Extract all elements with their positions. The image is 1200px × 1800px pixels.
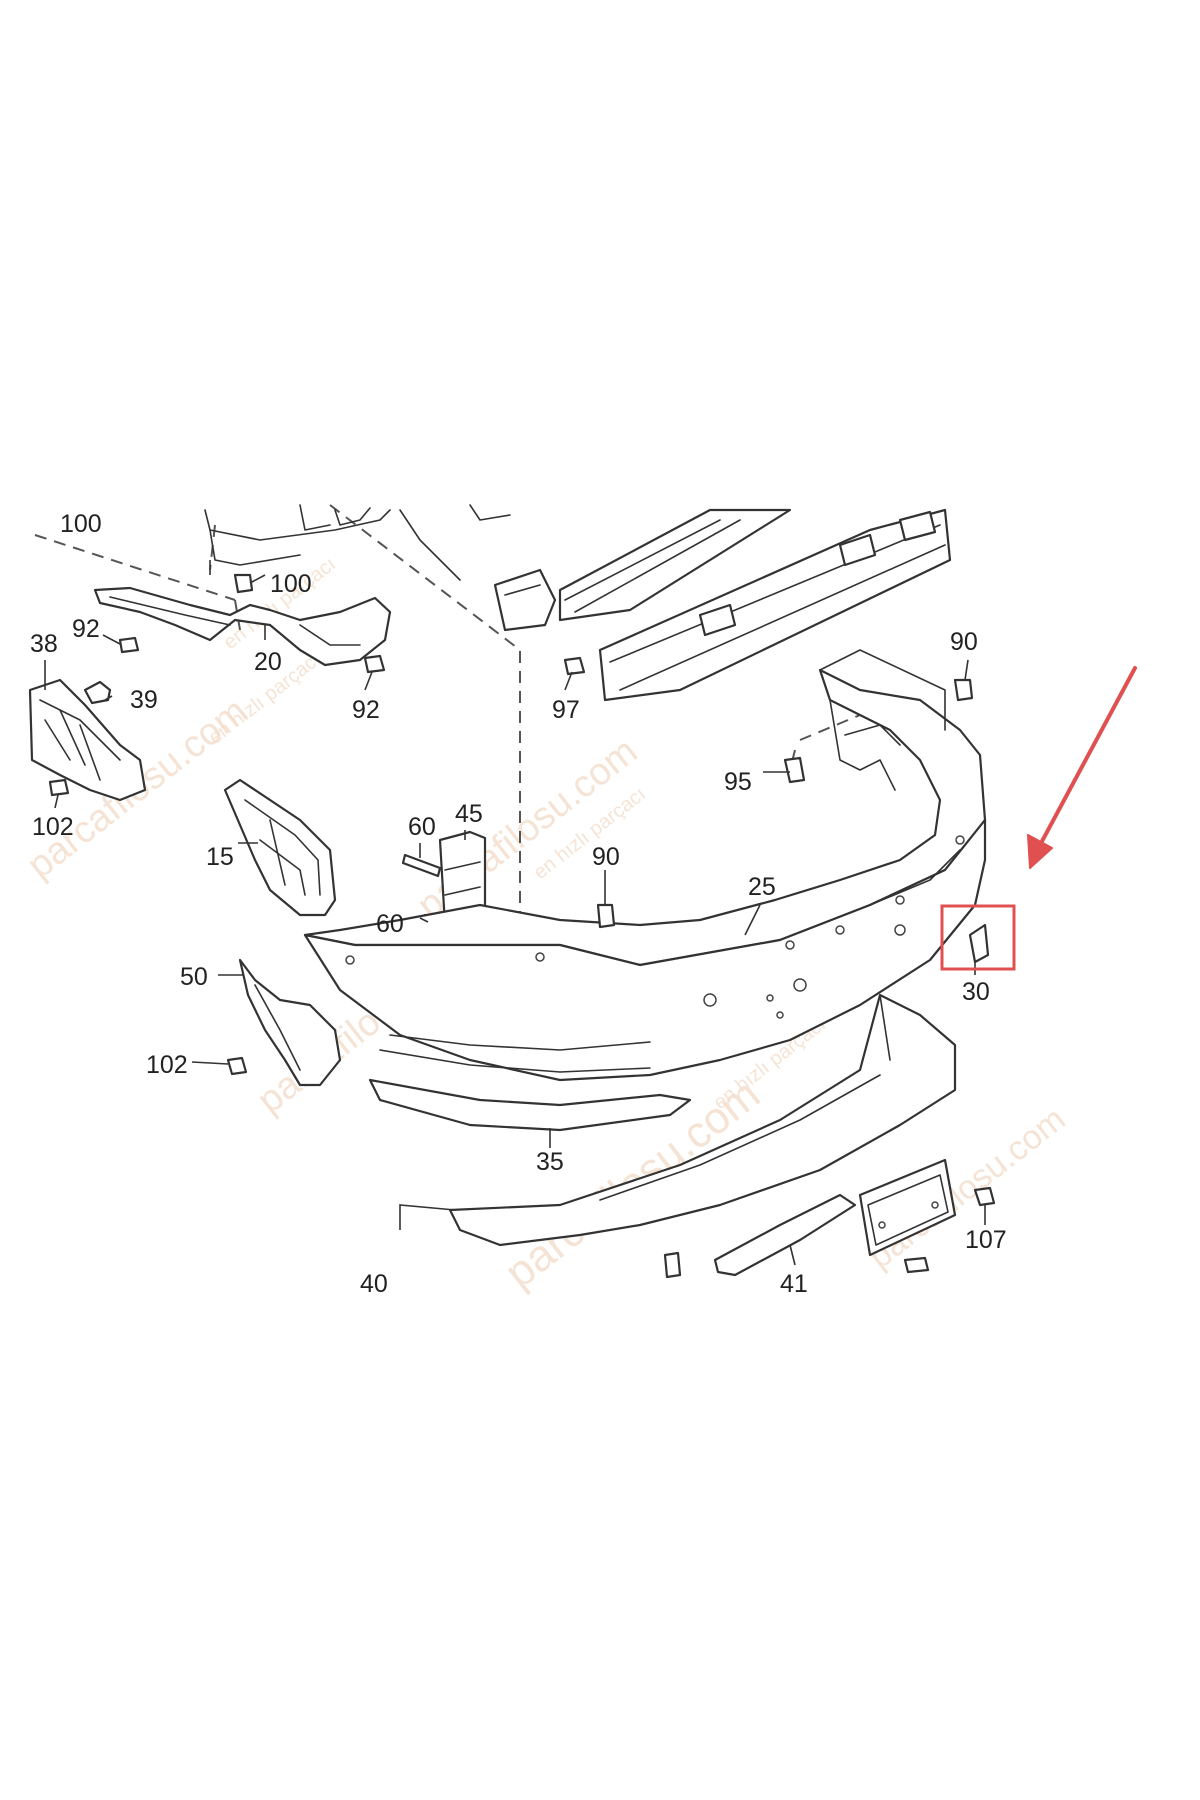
callout-60-top: 60 — [408, 813, 436, 841]
highlight-marker — [940, 666, 1137, 971]
callout-20: 20 — [254, 648, 282, 676]
callout-60-bottom: 60 — [376, 910, 404, 938]
callout-15: 15 — [206, 843, 234, 871]
diffuser-part-40 — [448, 993, 957, 1247]
body-panel-top — [204, 504, 511, 581]
license-plate-bracket — [858, 1158, 957, 1257]
callout-35: 35 — [536, 1148, 564, 1176]
side-bracket-part-38 — [28, 678, 147, 802]
callout-102-bottom: 102 — [146, 1051, 188, 1079]
reflector-bracket-part-15 — [223, 778, 337, 917]
lower-strip-part-35 — [368, 1078, 692, 1132]
callout-38: 38 — [30, 630, 58, 658]
callout-25: 25 — [748, 873, 776, 901]
corner-part-50 — [238, 958, 342, 1087]
fasteners — [48, 573, 996, 1279]
callout-labels: 100 100 92 20 92 97 38 39 102 90 95 15 6… — [30, 510, 1007, 1298]
bumper-carrier-part — [493, 508, 952, 702]
callout-100: 100 — [270, 570, 312, 598]
callout-30: 30 — [962, 978, 990, 1006]
callout-41: 41 — [780, 1270, 808, 1298]
bracket-part-20 — [93, 586, 392, 667]
callout-50: 50 — [180, 963, 208, 991]
callout-90-mid: 90 — [592, 843, 620, 871]
callout-107: 107 — [965, 1226, 1007, 1254]
trim-part-41 — [713, 1193, 857, 1277]
callout-90-right: 90 — [950, 628, 978, 656]
callout-92-left: 92 — [72, 615, 100, 643]
callout-95: 95 — [724, 768, 752, 796]
callout-97: 97 — [552, 696, 580, 724]
callout-39: 39 — [130, 686, 158, 714]
callout-40: 40 — [360, 1270, 388, 1298]
callout-100-top: 100 — [60, 510, 102, 538]
callout-92-right: 92 — [352, 696, 380, 724]
leader-lines — [44, 560, 986, 1266]
callout-102-top: 102 — [32, 813, 74, 841]
clip-part-39 — [83, 680, 112, 705]
cap-part-30 — [968, 923, 990, 964]
highlight-box — [940, 904, 1016, 971]
arrow-icon — [1038, 666, 1137, 847]
callout-45: 45 — [455, 800, 483, 828]
